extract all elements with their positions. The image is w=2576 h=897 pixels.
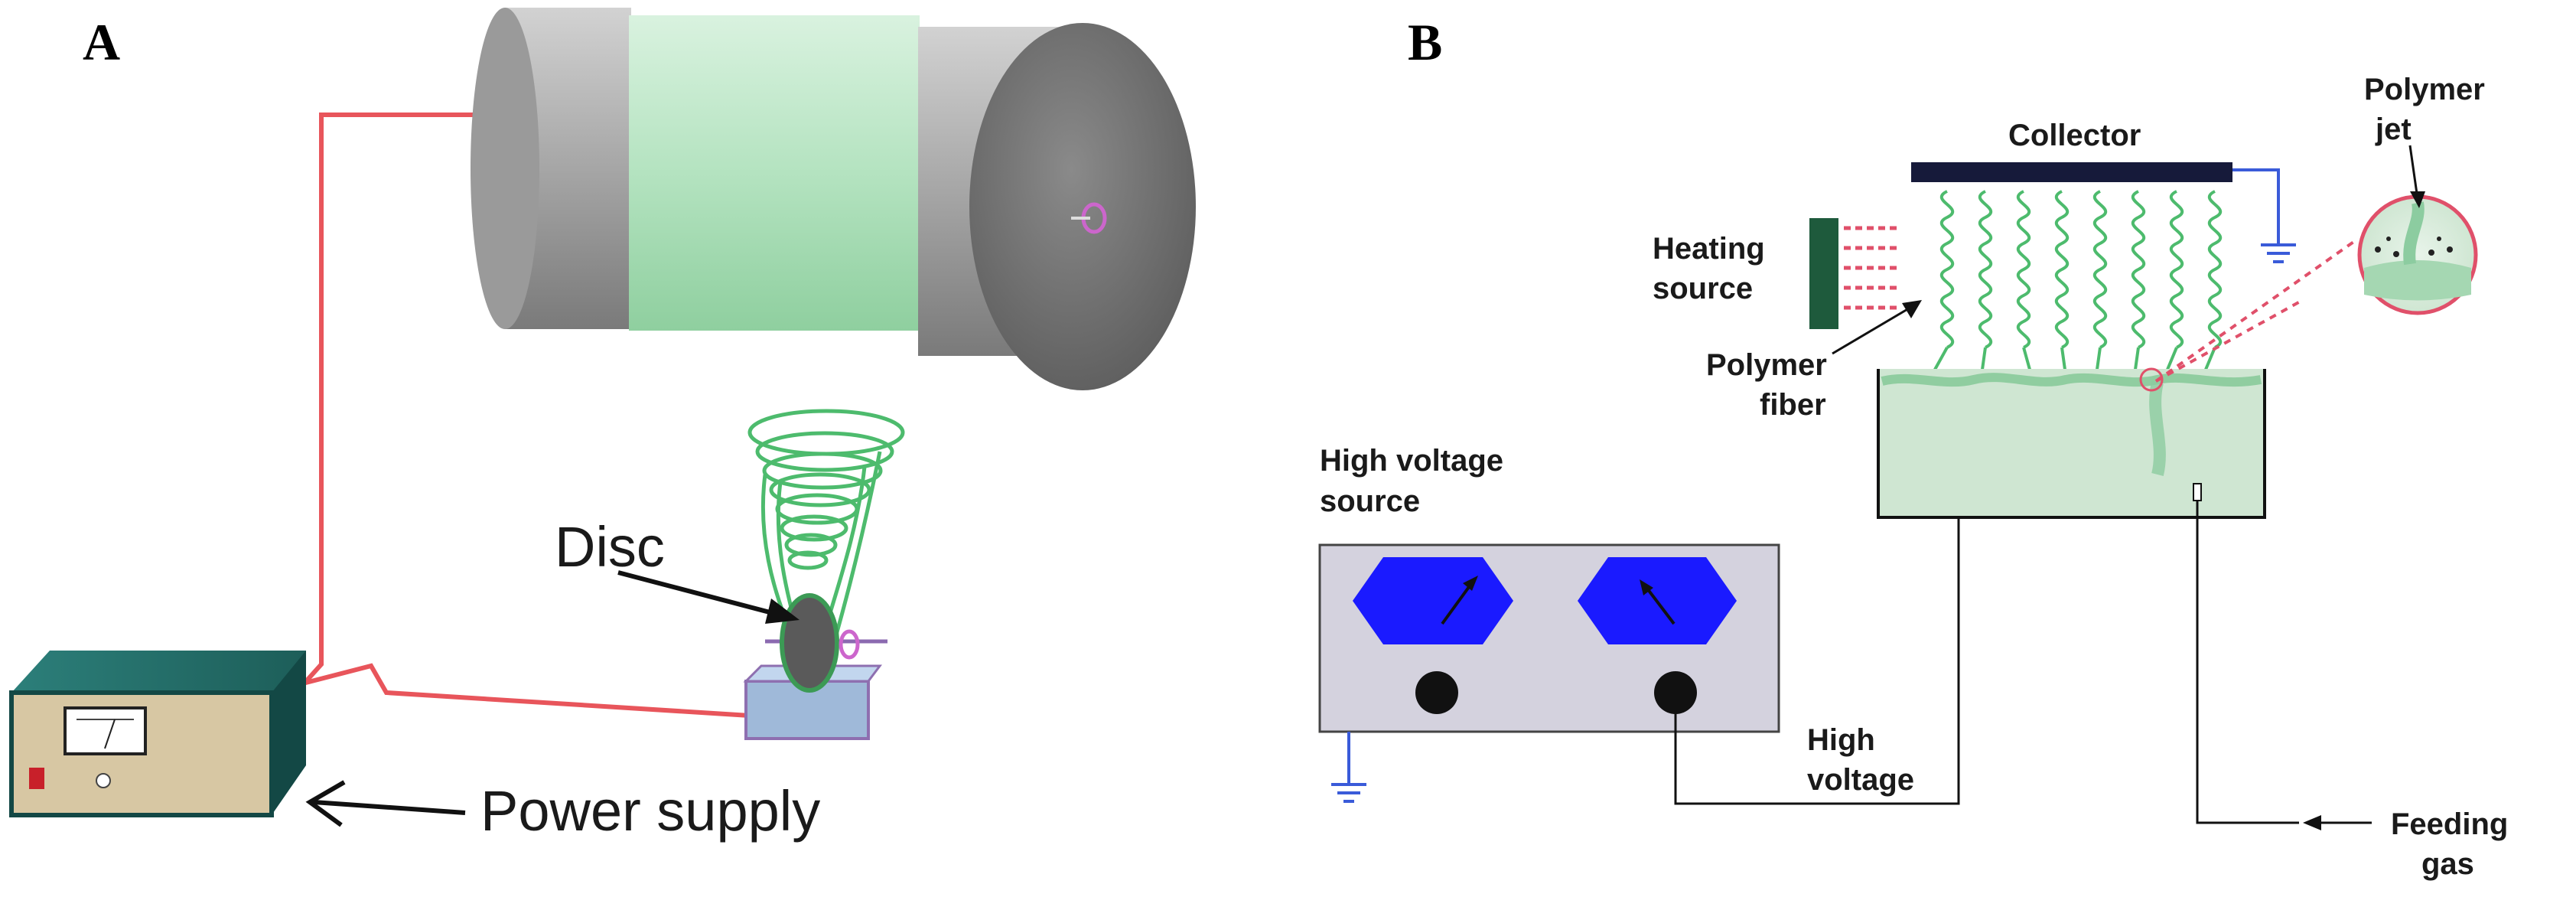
heater-block: [1809, 218, 1838, 329]
panel-b: B Collector: [1318, 13, 2508, 881]
power-supply-side: [272, 651, 306, 815]
polymer-fiber-label-line2: fiber: [1760, 388, 1826, 422]
source-ground-icon: [1331, 783, 1366, 803]
rotating-drum-collector: [471, 8, 1196, 390]
collector-bar: [1911, 162, 2232, 182]
polymer-fiber-label-line1: Polymer: [1706, 348, 1827, 382]
power-supply-arrow: [313, 800, 466, 815]
drum-left-end: [471, 8, 539, 329]
panel-a: A: [9, 8, 1196, 843]
heat-rays-icon: [1844, 226, 1899, 310]
high-voltage-source-label-line1: High voltage: [1320, 444, 1503, 478]
power-supply-unit: [9, 651, 306, 817]
disc-device: [743, 593, 887, 740]
collector-label: Collector: [2008, 119, 2141, 152]
high-voltage-label-line1: High: [1807, 723, 1875, 757]
feeding-gas-label-line1: Feeding: [2391, 807, 2508, 841]
disc-hub-icon: [839, 629, 860, 660]
terminal-knob-left: [1415, 671, 1458, 714]
high-voltage-source-label-line2: source: [1320, 484, 1420, 518]
power-supply-label: Power supply: [480, 779, 820, 843]
disc-fiber-spiral: [747, 409, 905, 644]
polymer-jet-label-line2: jet: [2375, 113, 2412, 146]
polymer-fiber-mat: [1930, 190, 2223, 376]
solution-bath-liquid: [1878, 369, 2265, 516]
disc-label: Disc: [555, 515, 665, 579]
drum-end-face: [969, 23, 1196, 390]
power-wire-to-drum: [295, 113, 482, 687]
feeding-gas-line: [2196, 501, 2299, 824]
high-voltage-label-line2: voltage: [1807, 763, 1914, 797]
panel-b-letter: B: [1408, 13, 1442, 71]
heating-source-label-line1: Heating: [1653, 232, 1765, 266]
feeding-gas-label-line2: gas: [2421, 847, 2474, 881]
drum-green-sleeve: [629, 15, 920, 331]
power-switch-icon: [29, 768, 44, 789]
bubble-column: [2149, 381, 2166, 476]
disc-arrow: [617, 570, 785, 618]
polymer-jet-inset: [2139, 194, 2478, 392]
polymer-jet-label-line1: Polymer: [2364, 73, 2485, 106]
voltage-dial-icon-left: [1353, 557, 1513, 644]
high-voltage-wire: [1674, 517, 1960, 805]
high-voltage-source-unit: [1318, 543, 1780, 733]
collector-ground-icon: [2261, 243, 2296, 263]
solution-bath: [1877, 369, 2266, 519]
polymer-jet-pointer: [2408, 145, 2419, 200]
knob-icon: [96, 773, 111, 788]
power-supply-top: [11, 651, 306, 693]
gas-nozzle: [2193, 483, 2202, 501]
panel-a-letter: A: [83, 13, 120, 71]
power-wire-to-disc: [296, 663, 751, 718]
heating-source-label-line2: source: [1653, 272, 1753, 305]
disc: [780, 593, 839, 693]
polymer-fiber-pointer: [1832, 305, 1913, 355]
